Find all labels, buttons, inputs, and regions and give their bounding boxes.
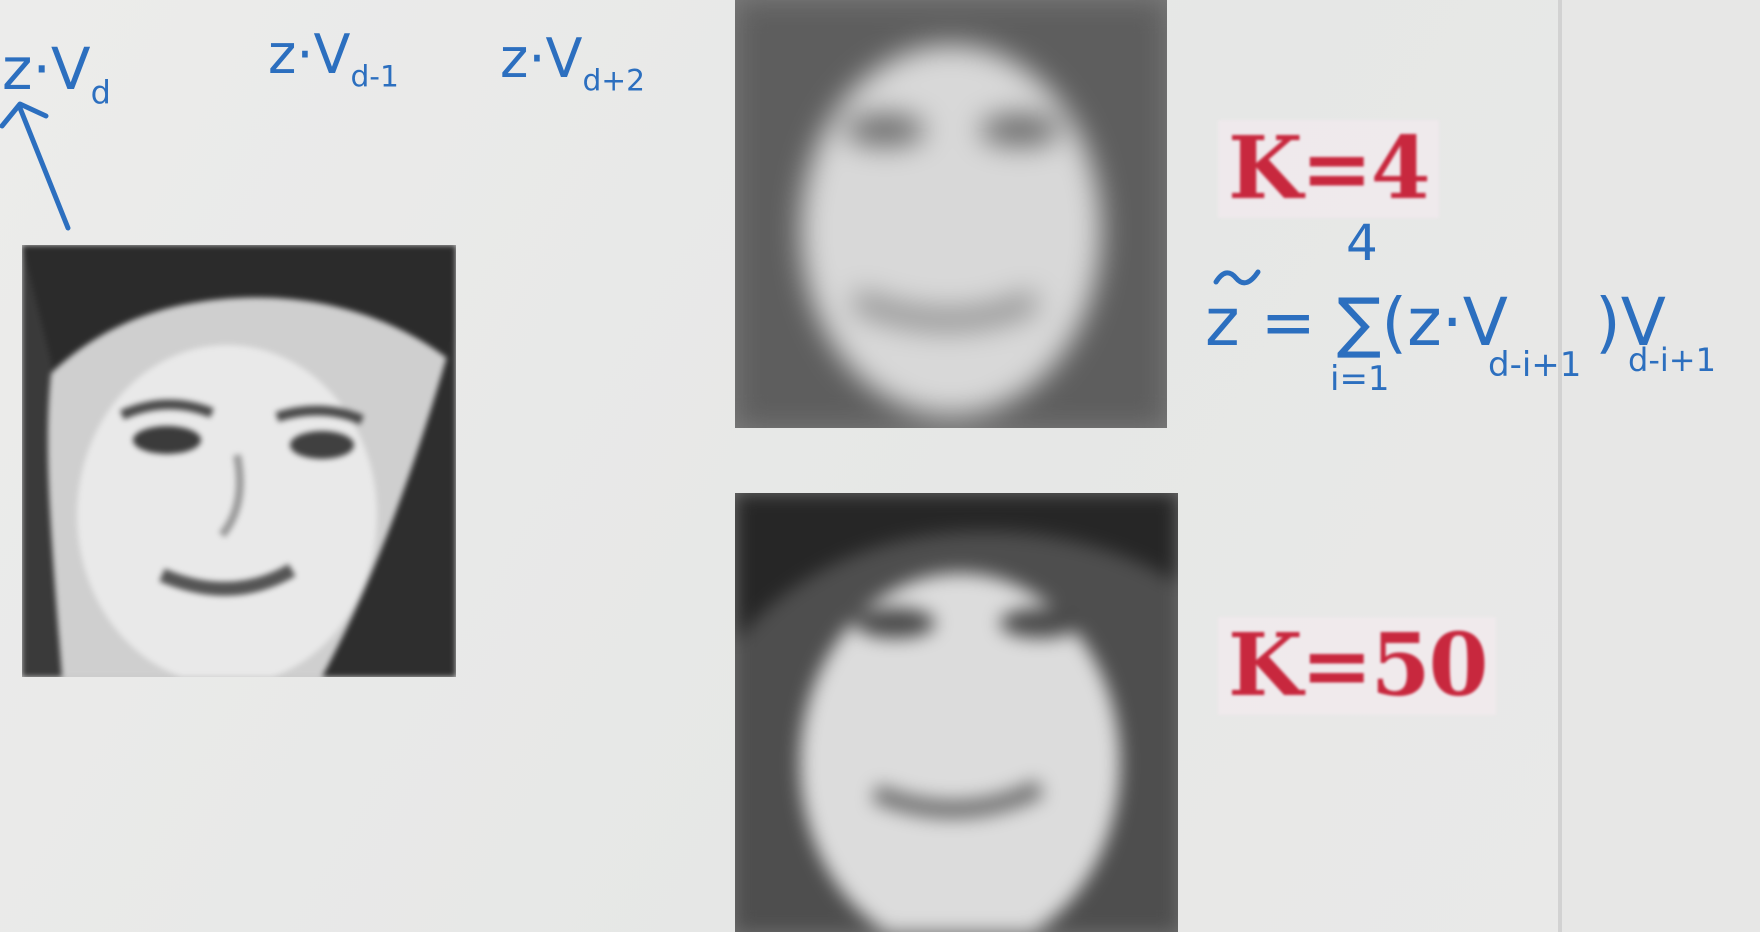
annotation-z-vd-2: z·Vd+2 — [500, 27, 646, 99]
formula-main: z = ∑(z·V — [1205, 284, 1508, 361]
reconstruction-k50-image — [735, 493, 1178, 932]
k50-label: K=50 — [1218, 617, 1497, 715]
formula-term-sub: d-i+1 — [1488, 345, 1582, 385]
formula-term-close-sub: d-i+1 — [1628, 341, 1716, 379]
annotation-z-vd-1: z·Vd-1 — [268, 23, 399, 95]
side-margin — [1562, 0, 1760, 932]
reconstruction-k4-image — [735, 0, 1167, 428]
k4-label: K=4 — [1218, 120, 1439, 218]
sum-symbol: ∑ — [1336, 284, 1382, 361]
slide-border — [1558, 0, 1562, 932]
annotation-z-vd: z·Vd — [2, 35, 111, 112]
formula-sum-lower: i=1 — [1330, 359, 1390, 399]
formula-term-close: )V — [1595, 284, 1666, 361]
tilde-icon — [1213, 269, 1261, 286]
arrow-icon — [0, 101, 71, 231]
original-face-image — [22, 245, 456, 677]
formula-sum-upper: 4 — [1346, 214, 1378, 272]
